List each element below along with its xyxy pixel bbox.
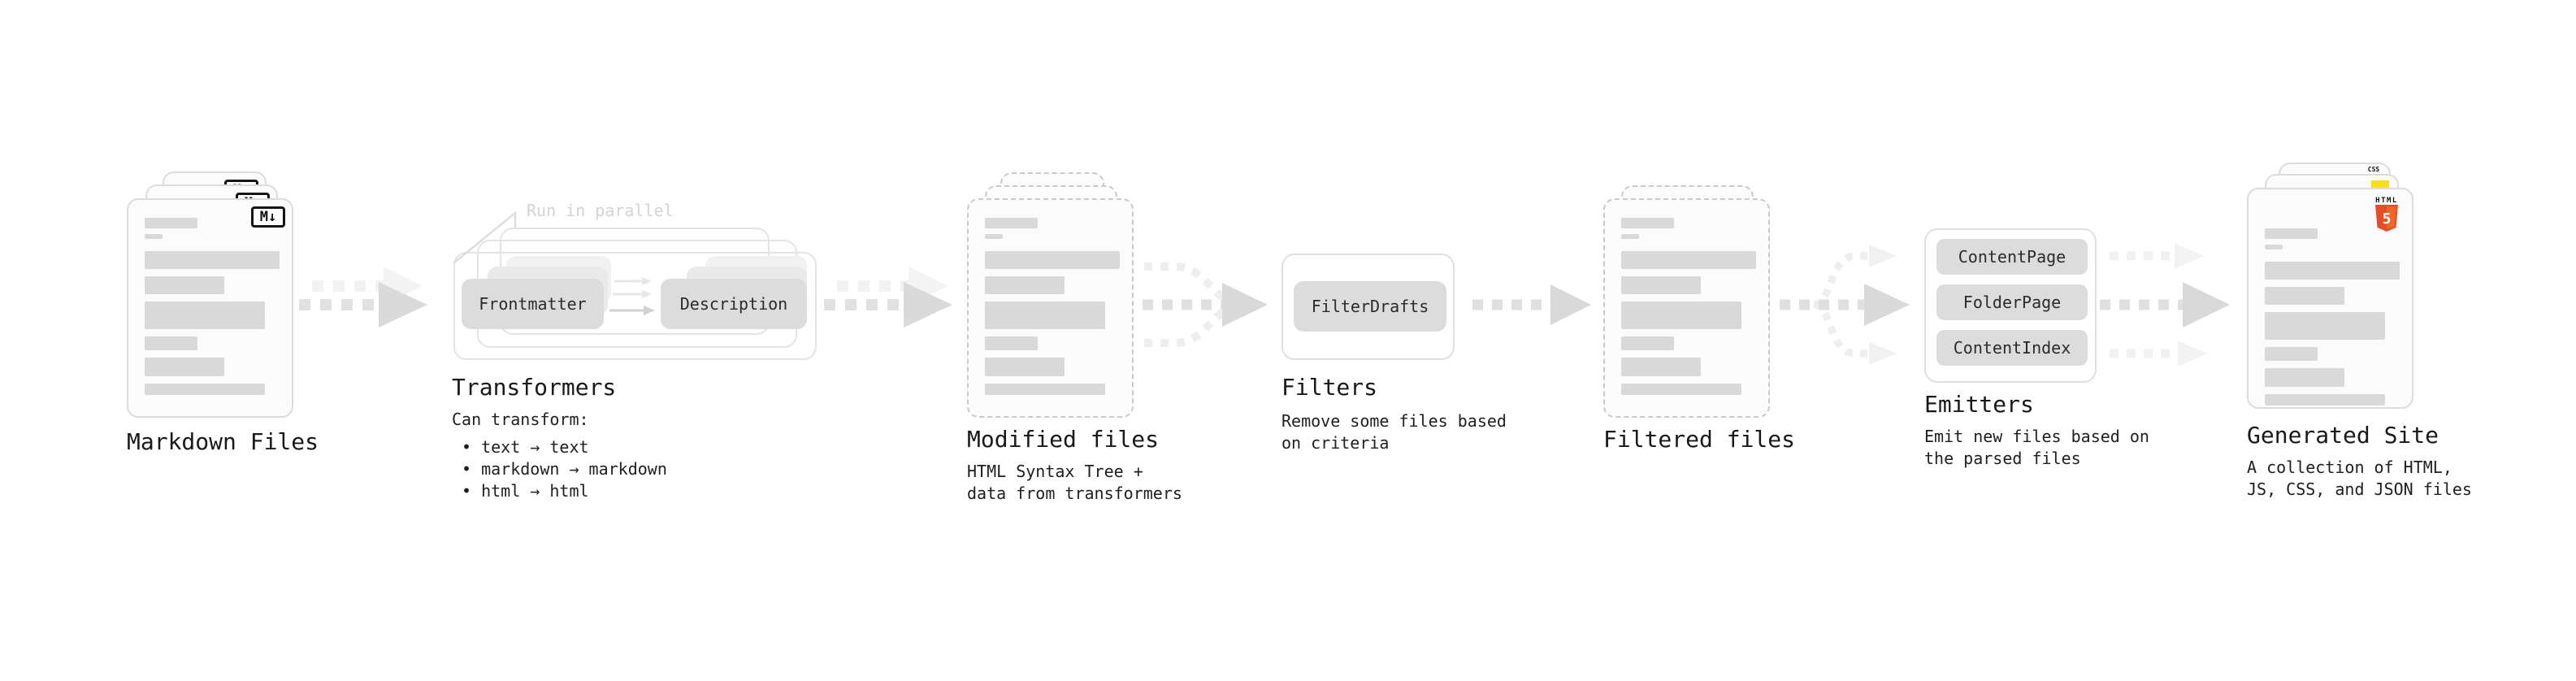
- html5-icon: HTML 5: [2370, 197, 2403, 236]
- modified-files-subtitle: HTML Syntax Tree + data from transformer…: [967, 462, 1182, 503]
- modified-files-label: Modified files: [967, 426, 1160, 453]
- filters-box: FilterDrafts: [1281, 254, 1455, 360]
- file-skeleton-content: [1605, 200, 1768, 395]
- generated-file-card-html: HTML 5: [2247, 188, 2413, 409]
- run-in-parallel-note: Run in parallel: [527, 201, 674, 220]
- bullet-item: • html → html: [462, 481, 589, 501]
- markdown-files-label: Markdown Files: [127, 428, 319, 455]
- file-skeleton-content: [969, 200, 1132, 395]
- contentpage-pill: ContentPage: [1936, 239, 2088, 275]
- bullet-item: • text → text: [462, 437, 589, 457]
- markdown-file-card-front: M↓: [127, 198, 293, 418]
- description-pill: Description: [661, 279, 807, 329]
- generated-site-subtitle: A collection of HTML, JS, CSS, and JSON …: [2247, 458, 2472, 499]
- arrow-fanout-filtered-to-emitters: [1780, 245, 1910, 365]
- contentindex-pill: ContentIndex: [1936, 330, 2088, 366]
- arrow-markdown-to-transformers: [299, 267, 427, 327]
- arrow-filters-to-filtered: [1472, 284, 1591, 325]
- filtered-files-label: Filtered files: [1603, 426, 1796, 453]
- filters-label: Filters: [1281, 374, 1378, 401]
- arrow-transformers-to-modified: [824, 267, 952, 327]
- generated-site-label: Generated Site: [2247, 422, 2439, 449]
- filterdrafts-pill: FilterDrafts: [1294, 281, 1446, 332]
- note-callout-line: [453, 210, 517, 264]
- modified-file-card-front: [967, 198, 1134, 418]
- emitters-box: ContentPage FolderPage ContentIndex: [1924, 228, 2097, 383]
- transformers-desc-heading: Can transform:: [452, 410, 589, 429]
- js-icon: [2371, 180, 2389, 189]
- arrow-merge-modified-to-filters: [1143, 262, 1268, 347]
- frontmatter-pill: Frontmatter: [462, 279, 604, 329]
- emitters-label: Emitters: [1924, 391, 2034, 418]
- transformer-layer-outline-front: [453, 252, 817, 360]
- filtered-file-card-front: [1603, 198, 1770, 418]
- transformers-label: Transformers: [452, 374, 617, 401]
- svg-text:5: 5: [2383, 210, 2392, 228]
- filters-subtitle: Remove some files based on criteria: [1281, 411, 1507, 453]
- bullet-item: • markdown → markdown: [462, 459, 667, 479]
- arrows-emitters-to-generated: [2100, 243, 2230, 367]
- parallel-transform-arrows-icon: [609, 277, 655, 315]
- folderpage-pill: FolderPage: [1936, 284, 2088, 320]
- markdown-icon: M↓: [251, 206, 285, 228]
- emitters-subtitle: Emit new files based on the parsed files: [1924, 427, 2149, 468]
- file-skeleton-content: [128, 200, 292, 395]
- transformers-bullet-list: • text → text • markdown → markdown • ht…: [462, 436, 667, 502]
- file-skeleton-content: [2249, 189, 2412, 406]
